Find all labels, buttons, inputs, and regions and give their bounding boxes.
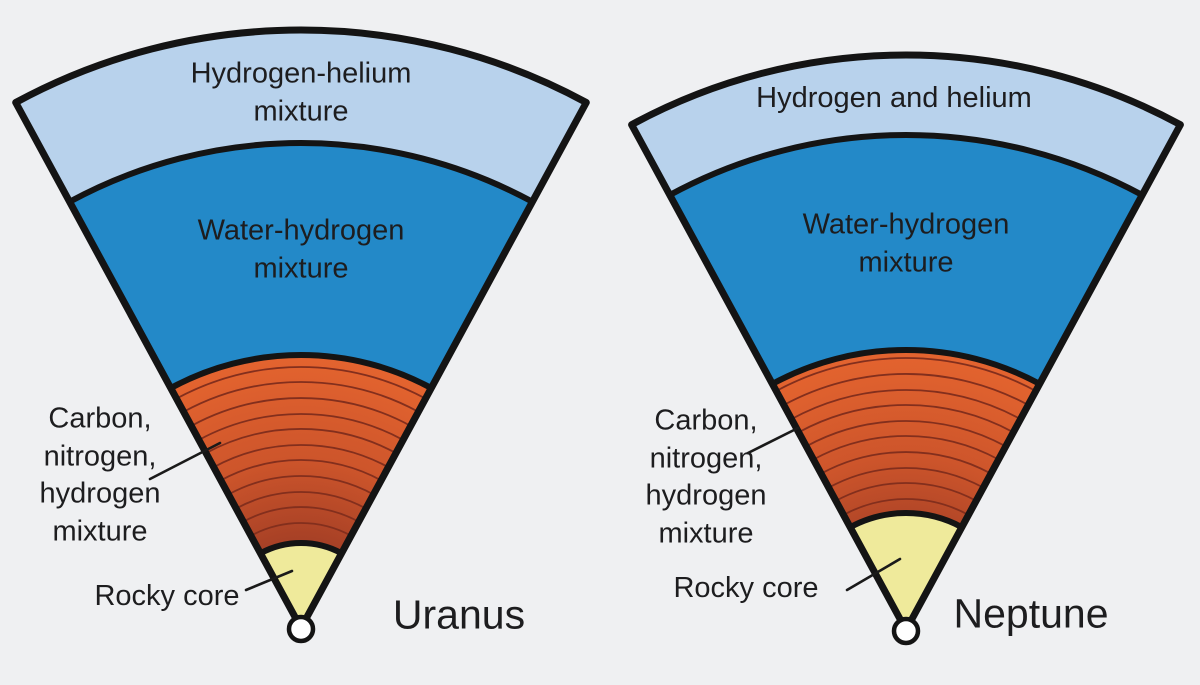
neptune-apex-dot bbox=[891, 616, 921, 646]
neptune-wedge-outline bbox=[628, 51, 1184, 634]
uranus-core-layer bbox=[260, 542, 342, 628]
neptune-cnh-rings bbox=[775, 357, 1037, 516]
uranus-wedge-outline bbox=[12, 26, 590, 632]
neptune-layer-boundaries bbox=[668, 132, 1144, 530]
neptune-cnh-layer bbox=[772, 349, 1040, 630]
uranus-cnh-leader-line bbox=[148, 441, 222, 481]
uranus-wedge bbox=[12, 26, 590, 644]
neptune-cnh-leader-line bbox=[746, 426, 800, 455]
uranus-apex-dot bbox=[286, 614, 316, 644]
uranus-layer-boundaries bbox=[68, 140, 534, 556]
uranus-core-leader-line bbox=[244, 569, 294, 592]
neptune-core-layer bbox=[850, 513, 962, 630]
neptune-wedge bbox=[628, 51, 1184, 646]
neptune-core-leader-line bbox=[845, 557, 902, 592]
uranus-cnh-rings bbox=[176, 366, 426, 537]
